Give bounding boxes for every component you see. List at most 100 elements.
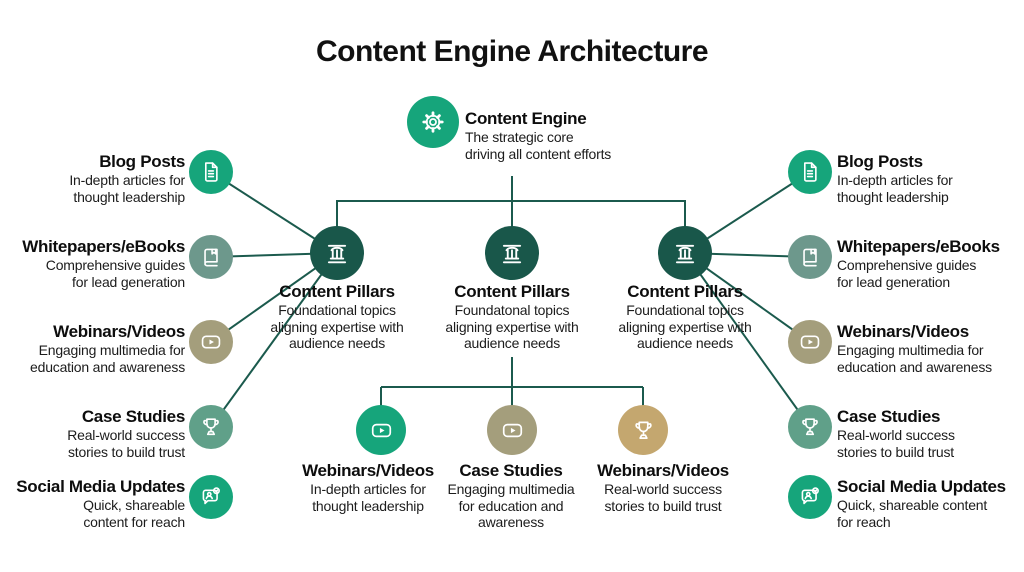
item-desc-line: Quick, shareable content [837, 497, 988, 513]
bottom-item-webinars-2: Webinars/Videos Real-world success stori… [578, 460, 748, 514]
engine-title: Content Engine [465, 109, 587, 128]
blog-posts-node-right [788, 150, 832, 194]
pillar-desc-line: aligning expertise with [270, 318, 404, 335]
content-pillar-node-2 [485, 226, 539, 280]
item-title: Social Media Updates [16, 477, 185, 496]
item-desc-line: Real-world success [604, 481, 722, 497]
item-desc-line: education and awareness [837, 358, 992, 375]
trophy-icon [198, 414, 224, 440]
item-desc-line: content for reach [83, 513, 185, 530]
item-title: Whitepapers/eBooks [22, 237, 185, 256]
pillar-column-icon [497, 238, 527, 268]
right-item-social-media: Social Media Updates Quick, shareable co… [837, 476, 1022, 530]
item-desc-line: stories to build trust [68, 443, 185, 460]
pillar-desc-line: Foundational topics [626, 302, 744, 318]
trophy-icon [630, 417, 657, 444]
case-studies-node-right [788, 405, 832, 449]
diagram-title: Content Engine Architecture [315, 35, 709, 68]
content-pillar-node-1 [310, 226, 364, 280]
item-title: Webinars/Videos [597, 461, 729, 480]
item-desc-line: thought leadership [312, 497, 424, 514]
pillar-title: Content Pillars [454, 282, 570, 301]
right-item-webinars: Webinars/Videos Engaging multimedia for … [837, 321, 1022, 375]
left-item-blog-posts: Blog Posts In-depth articles for thought… [10, 151, 185, 205]
item-desc-line: for lead generation [837, 273, 950, 290]
content-pillar-text-1: Content Pillars Foundational topics alig… [237, 281, 437, 352]
item-desc-line: Engaging multimedia [447, 481, 575, 497]
content-pillar-text-3: Content Pillars Foundational topics alig… [585, 281, 785, 352]
engine-desc-line: driving all content efforts [465, 145, 612, 162]
webinars-node-bottom-left [356, 405, 406, 455]
social-chat-icon [198, 484, 224, 510]
item-desc-line: thought leadership [73, 188, 185, 205]
item-desc-line: Comprehensive guides [837, 257, 977, 273]
item-desc-line: Real-world success [67, 427, 185, 443]
item-desc-line: Real-world success [837, 427, 955, 443]
item-title: Whitepapers/eBooks [837, 237, 1000, 256]
item-title: Webinars/Videos [302, 461, 434, 480]
item-desc-line: In-depth articles for [69, 172, 185, 188]
pillar-column-icon [670, 238, 700, 268]
content-engine-text: Content Engine The strategic core drivin… [465, 108, 685, 162]
content-pillar-text-2: Content Pillars Foundatonal topics align… [412, 281, 612, 352]
right-item-blog-posts: Blog Posts In-depth articles for thought… [837, 151, 1022, 205]
item-title: Blog Posts [837, 152, 923, 171]
left-item-whitepapers: Whitepapers/eBooks Comprehensive guides … [10, 236, 185, 290]
pillar-title: Content Pillars [279, 282, 395, 301]
video-play-icon [198, 329, 224, 355]
right-item-whitepapers: Whitepapers/eBooks Comprehensive guides … [837, 236, 1022, 290]
pillar-desc-line: audience needs [636, 335, 734, 351]
item-desc-line: for lead generation [72, 273, 185, 290]
pillar-column-icon [322, 238, 352, 268]
left-item-social-media: Social Media Updates Quick, shareable co… [10, 476, 185, 530]
webinars-node-right [788, 320, 832, 364]
case-studies-node-left [189, 405, 233, 449]
item-title: Blog Posts [99, 152, 185, 171]
item-desc-line: for reach [837, 513, 891, 530]
item-desc-line: In-depth articles for [837, 172, 953, 188]
item-title: Webinars/Videos [837, 322, 969, 341]
pillar-desc-line: aligning expertise with [618, 318, 752, 335]
item-desc-line: thought leadership [837, 188, 949, 205]
whitepapers-node-right [788, 235, 832, 279]
pillar-desc-line: audience needs [463, 335, 561, 351]
item-desc-line: stories to build trust [604, 497, 722, 514]
gear-icon [419, 108, 447, 136]
item-desc-line: awareness [478, 514, 544, 530]
social-chat-icon [797, 484, 823, 510]
whitepapers-node-left [189, 235, 233, 279]
document-icon [198, 159, 224, 185]
left-item-webinars: Webinars/Videos Engaging multimedia for … [10, 321, 185, 375]
case-studies-node-bottom [487, 405, 537, 455]
webinars-node-bottom-right [618, 405, 668, 455]
webinars-node-left [189, 320, 233, 364]
pillar-desc-line: aligning expertise with [445, 318, 579, 335]
item-desc-line: education and awareness [30, 358, 185, 375]
content-engine-node [407, 96, 459, 148]
item-desc-line: stories to build trust [837, 443, 954, 460]
item-desc-line: Engaging multimedia for [38, 342, 186, 358]
video-play-icon [368, 417, 395, 444]
document-icon [797, 159, 823, 185]
item-title: Social Media Updates [837, 477, 1006, 496]
pillar-title: Content Pillars [627, 282, 743, 301]
content-pillar-node-3 [658, 226, 712, 280]
pillar-desc-line: audience needs [288, 335, 386, 351]
connector-line [210, 252, 338, 428]
book-icon [198, 244, 224, 270]
pillar-desc-line: Foundational topics [278, 302, 396, 318]
trophy-icon [797, 414, 823, 440]
item-desc-line: Quick, shareable [83, 497, 185, 513]
item-title: Case Studies [837, 407, 941, 426]
item-desc-line: Engaging multimedia for [837, 342, 984, 358]
item-title: Case Studies [459, 461, 563, 480]
left-item-case-studies: Case Studies Real-world success stories … [10, 406, 185, 460]
blog-posts-node-left [189, 150, 233, 194]
item-desc-line: In-depth articles for [310, 481, 426, 497]
item-desc-line: for education and [458, 497, 564, 514]
item-desc-line: Comprehensive guides [45, 257, 185, 273]
engine-desc-line: The strategic core [465, 129, 574, 145]
video-play-icon [499, 417, 526, 444]
book-icon [797, 244, 823, 270]
